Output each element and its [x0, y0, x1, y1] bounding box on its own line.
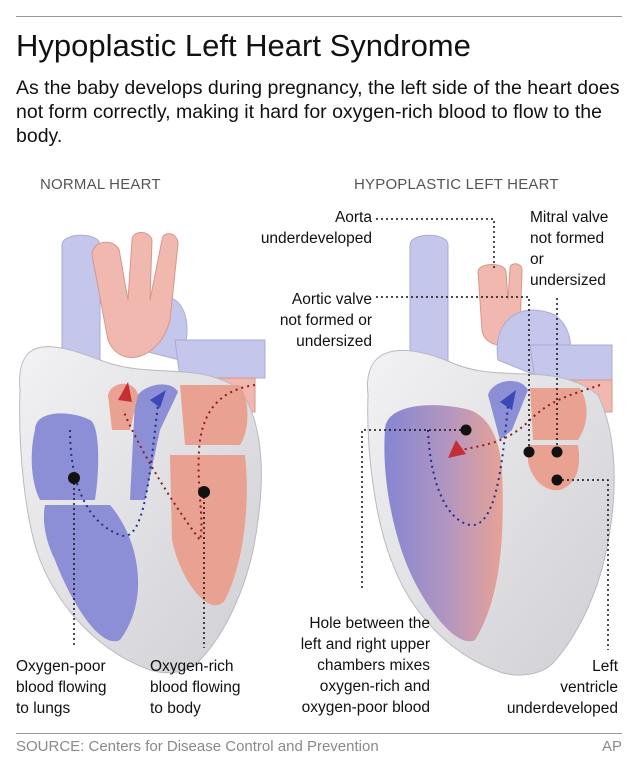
mitral-valve-dot [551, 446, 563, 458]
normal-blue-arrow [150, 390, 166, 408]
page-title: Hypoplastic Left Heart Syndrome [16, 28, 471, 63]
right-vessel-stub [174, 339, 266, 379]
agency-credit: AP [601, 738, 622, 755]
hlhs-heart [361, 218, 615, 676]
normal-pulmonary-outflow [130, 384, 178, 500]
callout-mitral-valve: Mitral valve not formed or undersized [530, 209, 609, 289]
aorta [91, 232, 179, 358]
callout-hole: Hole between the left and right upper ch… [300, 615, 430, 716]
normal-left-atrium [180, 385, 248, 445]
hlhs-red-flow [461, 384, 601, 451]
source-credit: SOURCE: Centers for Disease Control and … [16, 738, 379, 755]
callout-left-ventricle: Left ventricle underdeveloped [506, 658, 618, 717]
callout-aorta: Aorta underdeveloped [260, 209, 372, 247]
normal-left-ventricle [170, 455, 247, 606]
normal-heart [19, 232, 266, 674]
normal-red-arrow [118, 382, 132, 402]
bottom-rule [16, 733, 622, 734]
aorta-leader [376, 218, 495, 268]
page-subtitle: As the baby develops during pregnancy, t… [16, 77, 620, 147]
aortic-valve-dot [523, 446, 535, 458]
hlhs-heart-label: HYPOPLASTIC LEFT HEART [354, 176, 559, 193]
callout-oxygen-poor: Oxygen-poor blood flowing to lungs [16, 658, 107, 717]
hlhs-outflow [488, 380, 528, 440]
callout-oxygen-rich: Oxygen-rich blood flowing to body [150, 658, 241, 717]
hlhs-left-atrium [530, 388, 587, 440]
normal-right-atrium [31, 413, 99, 500]
aortic-valve-leader [376, 296, 530, 452]
normal-right-ventricle [43, 505, 139, 642]
hlhs-small-left-ventricle [528, 445, 580, 491]
hlhs-mixed-chamber [384, 405, 503, 642]
oxygen-rich-flow-path [122, 384, 256, 543]
hlhs-red-arrow [448, 440, 466, 458]
callout-aortic-valve: Aortic valve not formed or undersized [279, 291, 372, 350]
hlhs-blue-arrow [500, 390, 516, 410]
top-rule [16, 16, 622, 17]
normal-heart-label: NORMAL HEART [40, 176, 161, 193]
hole-leader [361, 429, 466, 590]
left-ventricle-leader [557, 479, 609, 650]
